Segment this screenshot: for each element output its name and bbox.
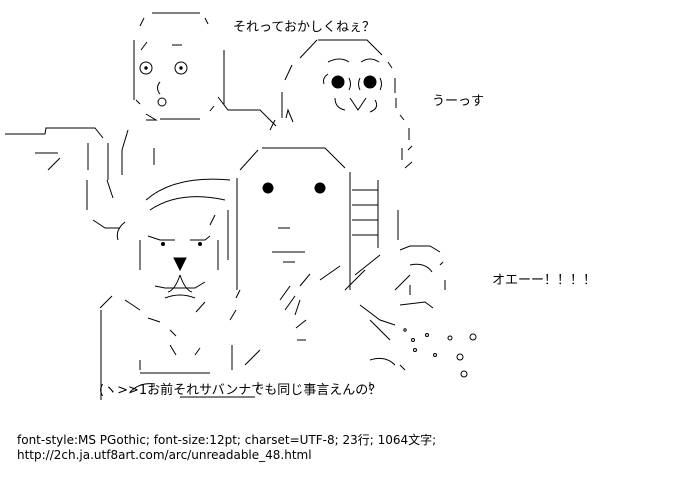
- bald-man-figure: [5, 12, 277, 229]
- vomiting-figure: [344, 254, 477, 378]
- lion-figure: [99, 178, 261, 400]
- speech-top: それっておかしくねぇ？: [233, 20, 375, 35]
- source-link[interactable]: http://2ch.ja.utf8art.com/arc/unreadable…: [17, 448, 312, 462]
- speech-bottom: (ヽ>>1お前それサバンナでも同じ事言えんの？: [99, 383, 382, 398]
- bubble-outline: [129, 382, 371, 398]
- square-face-figure: [236, 147, 441, 341]
- footer-meta: font-style:MS PGothic; font-size:12pt; c…: [17, 433, 437, 447]
- speech-vomit: オエーー！！！！: [492, 273, 597, 288]
- speech-right: うーっす: [432, 94, 485, 109]
- footer: font-style:MS PGothic; font-size:12pt; c…: [17, 433, 436, 463]
- round-face-figure: [269, 39, 413, 169]
